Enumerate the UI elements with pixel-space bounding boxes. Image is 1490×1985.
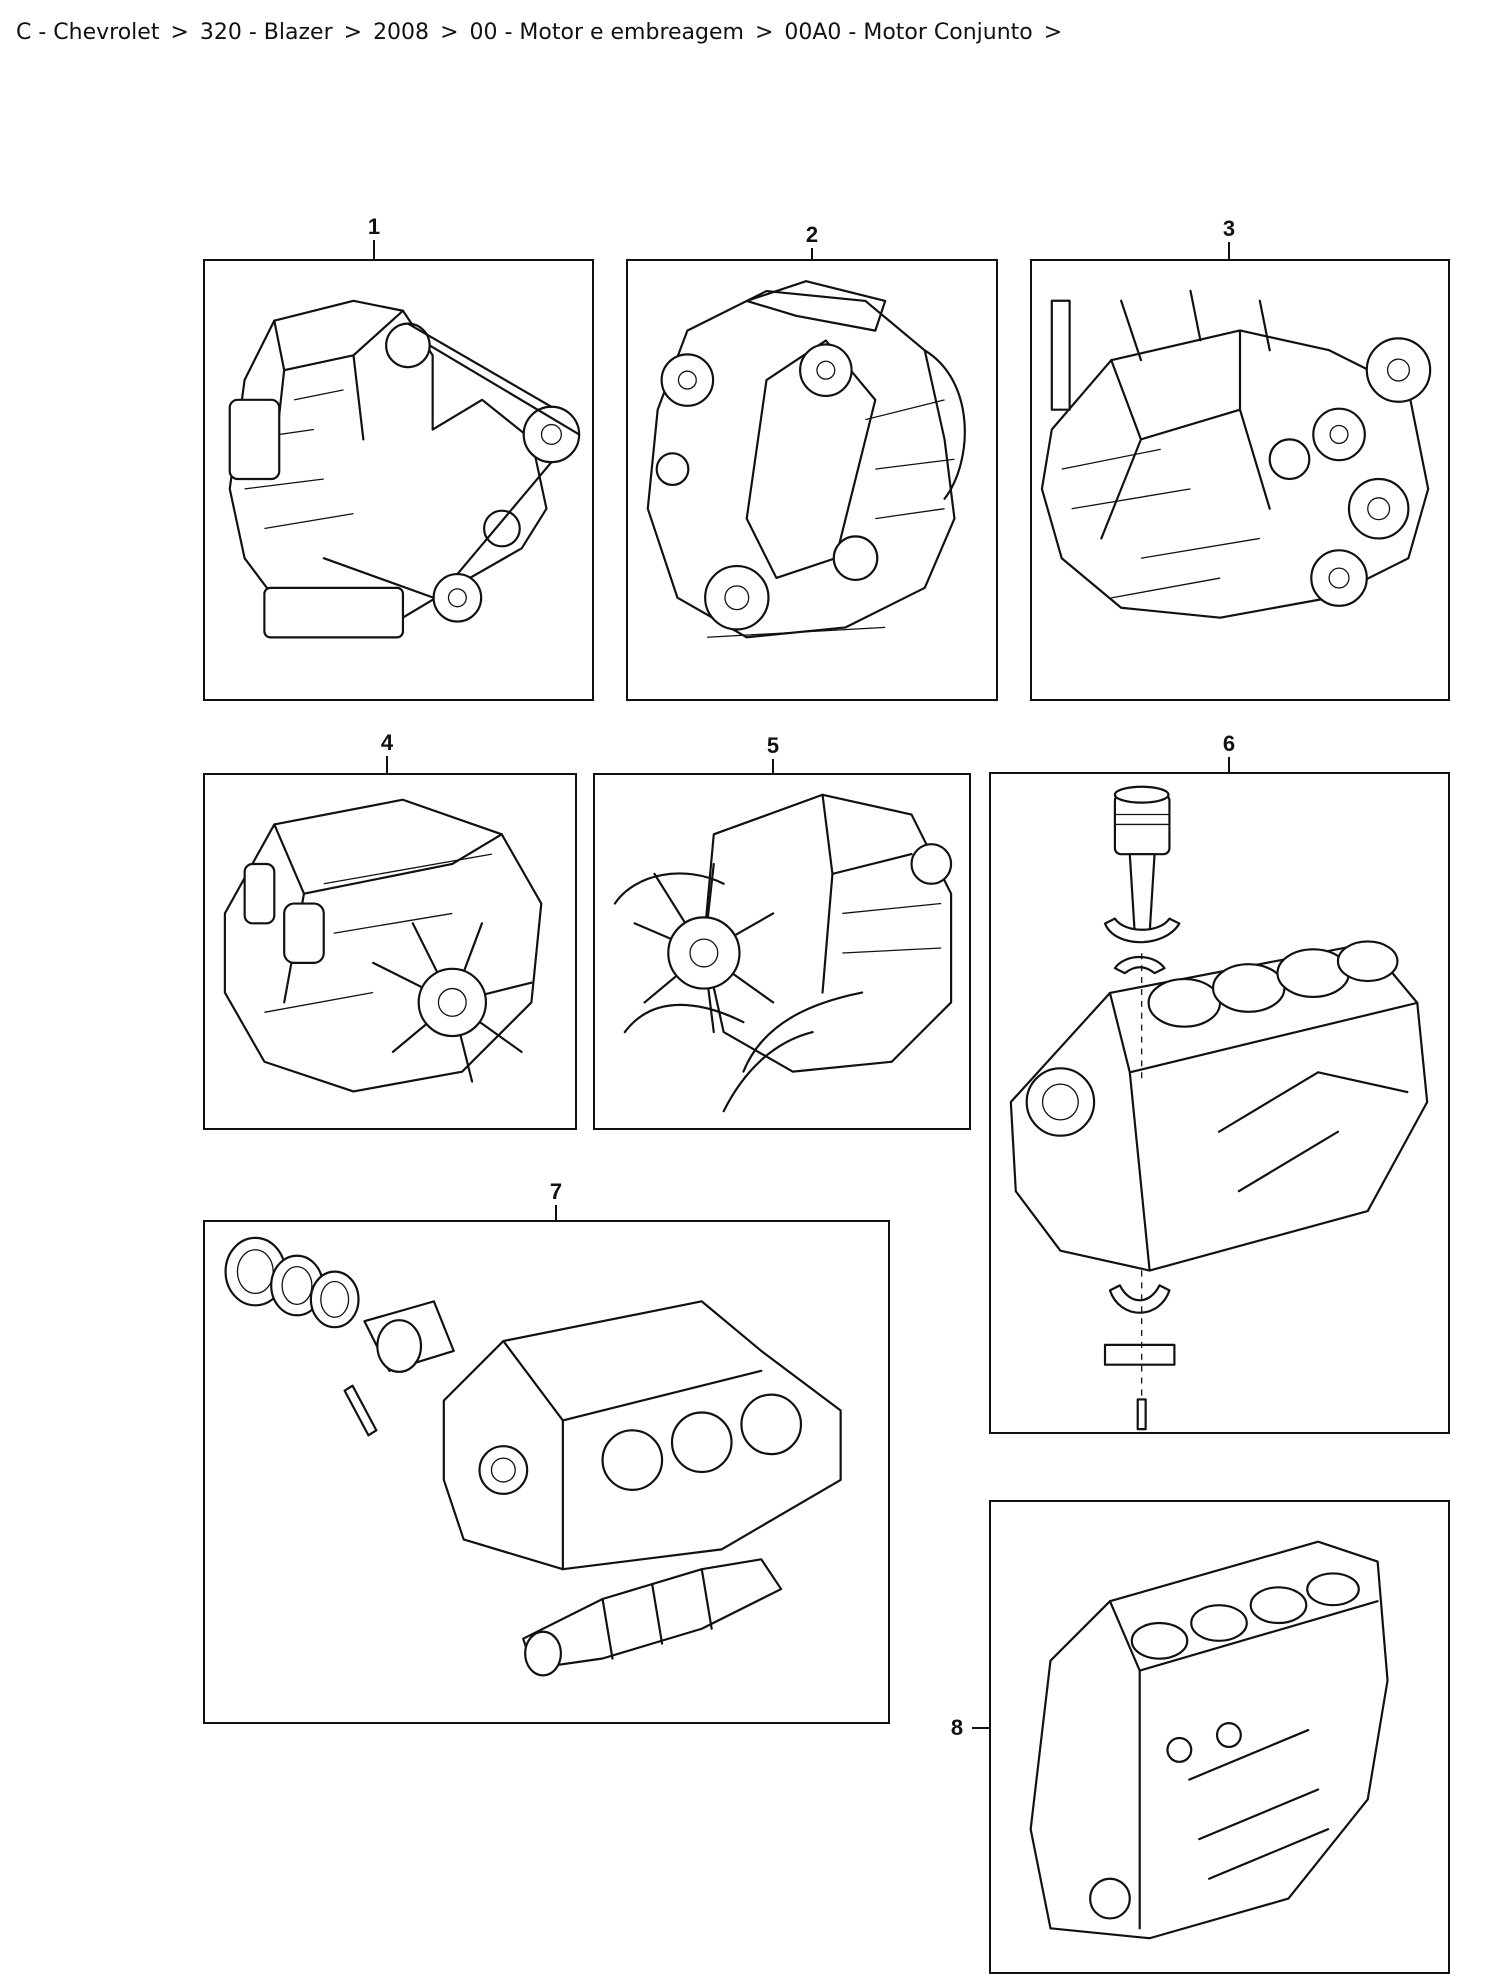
callout-1[interactable]: 1 — [367, 214, 381, 239]
callout-1-leader — [373, 240, 375, 260]
callout-8[interactable]: 8 — [950, 1715, 964, 1740]
callout-6-leader — [1228, 757, 1230, 773]
breadcrumb-year[interactable]: 2008 — [373, 20, 430, 45]
complete-engine-v6-illustration — [1040, 289, 1432, 619]
callout-3-leader — [1228, 242, 1230, 260]
panel-2-complete-engine[interactable] — [626, 259, 998, 701]
short-block-v6-with-piston-rings-and-crankshaft-illustration — [224, 1236, 842, 1677]
panel-6-short-block[interactable] — [989, 772, 1450, 1434]
breadcrumb: C - Chevrolet > 320 - Blazer > 2008 > 00… — [16, 18, 1066, 48]
callout-5[interactable]: 5 — [766, 733, 780, 758]
callout-5-leader — [772, 759, 774, 774]
short-block-inline-4-with-piston-and-bearings-illustration — [1009, 785, 1429, 1431]
panel-1-complete-engine[interactable] — [203, 259, 594, 701]
callout-6[interactable]: 6 — [1222, 731, 1236, 756]
breadcrumb-group[interactable]: 00 - Motor e embreagem — [469, 20, 744, 45]
callout-3[interactable]: 3 — [1222, 216, 1236, 241]
panel-4-complete-engine[interactable] — [203, 773, 577, 1130]
breadcrumb-separator: > — [754, 20, 774, 45]
breadcrumb-model[interactable]: 320 - Blazer — [199, 20, 333, 45]
callout-4[interactable]: 4 — [380, 730, 394, 755]
breadcrumb-separator: > — [440, 20, 459, 45]
breadcrumb-separator: > — [170, 20, 189, 45]
panel-7-short-block[interactable] — [203, 1220, 890, 1724]
callout-4-leader — [386, 756, 388, 774]
callout-8-leader — [972, 1727, 990, 1729]
panel-3-complete-engine[interactable] — [1030, 259, 1450, 701]
complete-engine-diesel-with-fan-illustration — [223, 798, 543, 1093]
callout-2[interactable]: 2 — [805, 222, 819, 247]
callout-2-leader — [811, 248, 813, 260]
complete-engine-inline-4-illustration — [228, 299, 581, 639]
callout-7-leader — [555, 1205, 557, 1221]
breadcrumb-separator: > — [343, 20, 363, 45]
breadcrumb-make[interactable]: C - Chevrolet — [16, 20, 160, 45]
short-block-inline-4-illustration — [1029, 1540, 1389, 1940]
complete-engine-inline-4-timing-belt-illustration — [646, 280, 966, 639]
complete-engine-diesel-with-hoses-illustration — [613, 793, 953, 1113]
breadcrumb-separator: > — [1043, 20, 1063, 45]
panel-8-short-block[interactable] — [989, 1500, 1450, 1974]
panel-5-complete-engine[interactable] — [593, 773, 971, 1130]
breadcrumb-subgroup[interactable]: 00A0 - Motor Conjunto — [784, 20, 1033, 45]
callout-7[interactable]: 7 — [549, 1179, 563, 1204]
